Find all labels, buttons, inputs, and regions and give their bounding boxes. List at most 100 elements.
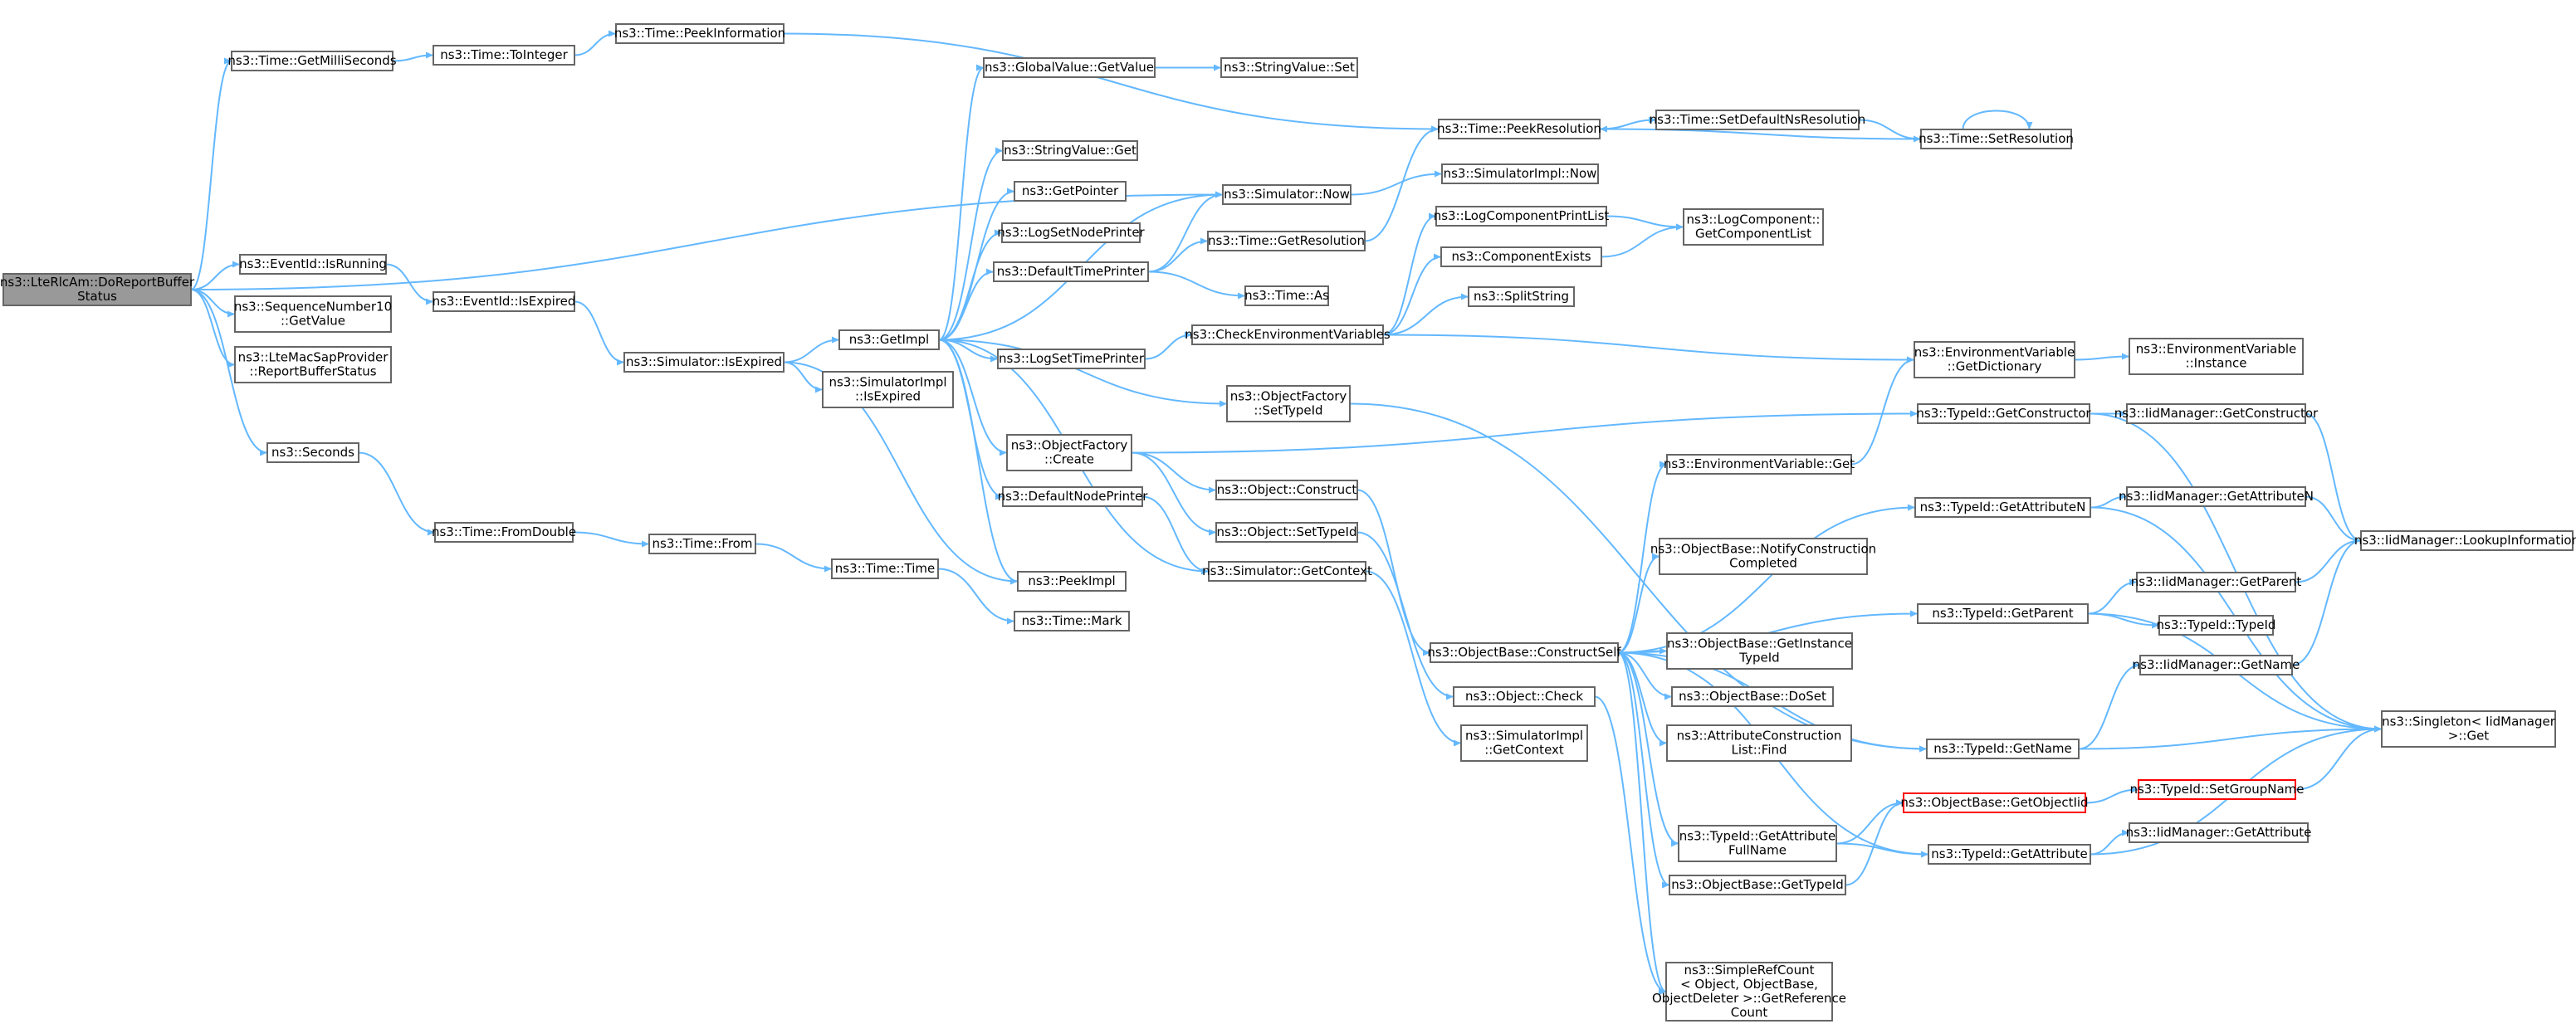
node-sim-impl-now[interactable]: ns3::SimulatorImpl::Now bbox=[1441, 163, 1599, 184]
node-ob-do-set[interactable]: ns3::ObjectBase::DoSet bbox=[1671, 686, 1834, 707]
node-label: ns3::EnvironmentVariable bbox=[2136, 342, 2296, 357]
node-iid-get-name[interactable]: ns3::IidManager::GetName bbox=[2133, 655, 2300, 675]
node-label: ns3::SimulatorImpl bbox=[1465, 729, 1583, 744]
node-get-impl[interactable]: ns3::GetImpl bbox=[838, 329, 940, 350]
node-tid-set-group[interactable]: ns3::TypeId::SetGroupName bbox=[2129, 779, 2305, 800]
edge-log-set-time-to-check-env bbox=[1144, 331, 1193, 360]
node-box bbox=[434, 522, 574, 543]
node-get-pointer[interactable]: ns3::GetPointer bbox=[1014, 181, 1127, 202]
edge-of-create-to-tid-get-ctor bbox=[1131, 410, 1919, 454]
node-check-env[interactable]: ns3::CheckEnvironmentVariables bbox=[1185, 324, 1391, 345]
node-iid-get-attr-n[interactable]: ns3::IidManager::GetAttributeN bbox=[2119, 486, 2314, 507]
node-log-comp-get[interactable]: ns3::LogComponent::GetComponentList bbox=[1683, 208, 1824, 246]
node-sim-now[interactable]: ns3::Simulator::Now bbox=[1222, 184, 1352, 205]
node-obj-set-type-id[interactable]: ns3::Object::SetTypeId bbox=[1215, 522, 1358, 543]
node-get-milli[interactable]: ns3::Time::GetMilliSeconds bbox=[227, 51, 397, 71]
node-time-mark[interactable]: ns3::Time::Mark bbox=[1014, 611, 1130, 631]
node-obj-check[interactable]: ns3::Object::Check bbox=[1453, 686, 1596, 707]
edge-is-running-to-is-expired bbox=[385, 263, 434, 305]
node-lte-mac[interactable]: ns3::LteMacSapProvider::ReportBufferStat… bbox=[234, 346, 392, 383]
node-to-integer[interactable]: ns3::Time::ToInteger bbox=[433, 45, 575, 66]
node-box bbox=[1666, 454, 1852, 475]
node-log-comp-print[interactable]: ns3::LogComponentPrintList bbox=[1434, 206, 1610, 227]
node-sim-get-ctx[interactable]: ns3::Simulator::GetContext bbox=[1202, 561, 1372, 582]
node-tid-type-id[interactable]: ns3::TypeId::TypeId bbox=[2157, 615, 2276, 636]
node-box bbox=[1014, 611, 1130, 631]
node-peek-info[interactable]: ns3::Time::PeekInformation bbox=[614, 23, 785, 44]
edge-iid-get-name-to-iid-lookup bbox=[2291, 537, 2362, 666]
node-comp-exists[interactable]: ns3::ComponentExists bbox=[1440, 246, 1602, 267]
node-tid-get-ctor[interactable]: ns3::TypeId::GetConstructor bbox=[1916, 403, 2091, 424]
node-peek-res[interactable]: ns3::Time::PeekResolution bbox=[1437, 119, 1601, 139]
node-from-double[interactable]: ns3::Time::FromDouble bbox=[432, 522, 576, 543]
node-set-res[interactable]: ns3::Time::SetResolution bbox=[1919, 129, 2074, 149]
edge-def-time-printer-to-sim-now bbox=[1147, 191, 1224, 273]
node-sv-set[interactable]: ns3::StringValue::Set bbox=[1220, 57, 1358, 78]
node-tid-get-attr[interactable]: ns3::TypeId::GetAttribute bbox=[1928, 844, 2091, 865]
node-tid-get-name[interactable]: ns3::TypeId::GetName bbox=[1926, 739, 2080, 759]
node-sim-is-expired[interactable]: ns3::Simulator::IsExpired bbox=[623, 352, 785, 373]
node-sim-impl-is-exp[interactable]: ns3::SimulatorImpl::IsExpired bbox=[822, 371, 954, 408]
node-env-get[interactable]: ns3::EnvironmentVariable::Get bbox=[1664, 454, 1855, 475]
node-peek-impl[interactable]: ns3::PeekImpl bbox=[1017, 571, 1127, 592]
node-env-instance[interactable]: ns3::EnvironmentVariable::Instance bbox=[2129, 338, 2304, 375]
node-label: ns3::Time::GetResolution bbox=[1208, 233, 1365, 248]
edge-tid-get-attr-full-to-ob-get-obj-tid bbox=[1835, 799, 1904, 845]
node-obj-construct[interactable]: ns3::Object::Construct bbox=[1215, 480, 1358, 500]
node-tid-get-parent[interactable]: ns3::TypeId::GetParent bbox=[1917, 603, 2089, 624]
node-label: ns3::LteRlcAm::DoReportBuffer bbox=[0, 275, 195, 290]
node-label: ns3::Time::SetDefaultNsResolution bbox=[1650, 112, 1866, 127]
node-simple-ref[interactable]: ns3::SimpleRefCount< Object, ObjectBase,… bbox=[1652, 962, 1846, 1022]
edge-ob-construct-self-to-tid-get-attr-n bbox=[1617, 504, 1916, 654]
node-label: ::Instance bbox=[2186, 356, 2247, 371]
node-gv-get[interactable]: ns3::GlobalValue::GetValue bbox=[983, 57, 1156, 78]
node-time-time[interactable]: ns3::Time::Time bbox=[831, 558, 939, 579]
node-ob-get-type-id[interactable]: ns3::ObjectBase::GetTypeId bbox=[1669, 875, 1846, 895]
node-box bbox=[1208, 561, 1366, 582]
edge-get-impl-to-sv-get bbox=[938, 147, 1004, 341]
node-box bbox=[1002, 486, 1143, 507]
node-is-running[interactable]: ns3::EventId::IsRunning bbox=[239, 254, 387, 275]
node-ob-construct-self[interactable]: ns3::ObjectBase::ConstructSelf bbox=[1427, 642, 1621, 663]
node-box bbox=[1460, 724, 1588, 762]
node-time-from[interactable]: ns3::Time::From bbox=[648, 534, 756, 554]
node-split-string[interactable]: ns3::SplitString bbox=[1468, 286, 1575, 307]
node-tid-get-attr-n[interactable]: ns3::TypeId::GetAttributeN bbox=[1914, 497, 2091, 518]
node-ob-notify[interactable]: ns3::ObjectBase::NotifyConstructionCompl… bbox=[1650, 538, 1876, 575]
node-env-get-dict[interactable]: ns3::EnvironmentVariable::GetDictionary bbox=[1914, 341, 2075, 378]
node-label: ns3::Singleton< IidManager bbox=[2382, 714, 2556, 729]
node-iid-get-parent[interactable]: ns3::IidManager::GetParent bbox=[2131, 572, 2302, 592]
node-seconds[interactable]: ns3::Seconds bbox=[266, 442, 359, 463]
node-ob-get-obj-tid[interactable]: ns3::ObjectBase::GetObjectIid bbox=[1900, 792, 2089, 813]
node-time-as[interactable]: ns3::Time::As bbox=[1244, 285, 1329, 306]
node-log-set-node[interactable]: ns3::LogSetNodePrinter bbox=[997, 222, 1146, 243]
node-label: ns3::SimpleRefCount bbox=[1684, 963, 1815, 978]
node-def-node-printer[interactable]: ns3::DefaultNodePrinter bbox=[998, 486, 1149, 507]
node-def-time-printer[interactable]: ns3::DefaultTimePrinter bbox=[993, 261, 1149, 282]
node-box bbox=[1659, 538, 1868, 575]
node-iid-lookup[interactable]: ns3::IidManager::LookupInformation bbox=[2354, 530, 2576, 551]
node-iid-get-attr[interactable]: ns3::IidManager::GetAttribute bbox=[2126, 822, 2312, 843]
node-singleton-get[interactable]: ns3::Singleton< IidManager>::Get bbox=[2381, 710, 2556, 748]
node-label: ::IsExpired bbox=[855, 389, 921, 404]
edge-set-res-to-set-res bbox=[1962, 110, 2033, 130]
node-of-set-type-id[interactable]: ns3::ObjectFactory::SetTypeId bbox=[1226, 385, 1351, 422]
node-sv-get[interactable]: ns3::StringValue::Get bbox=[1002, 140, 1138, 161]
node-seq-get[interactable]: ns3::SequenceNumber10::GetValue bbox=[234, 295, 392, 333]
node-label: ns3::ObjectBase::GetObjectIid bbox=[1900, 795, 2088, 810]
node-sim-impl-get-ctx[interactable]: ns3::SimulatorImpl::GetContext bbox=[1460, 724, 1588, 762]
edge-set-res-to-peek-res bbox=[1599, 125, 1922, 140]
node-of-create[interactable]: ns3::ObjectFactory::Create bbox=[1006, 434, 1132, 471]
node-get-resolution[interactable]: ns3::Time::GetResolution bbox=[1207, 231, 1366, 251]
node-box bbox=[2381, 710, 2556, 748]
node-log-set-time[interactable]: ns3::LogSetTimePrinter bbox=[997, 349, 1146, 369]
node-is-expired[interactable]: ns3::EventId::IsExpired bbox=[433, 291, 576, 312]
node-set-def-ns[interactable]: ns3::Time::SetDefaultNsResolution bbox=[1650, 110, 1866, 130]
edge-ob-construct-self-to-simple-ref bbox=[1617, 651, 1667, 995]
node-box bbox=[1226, 385, 1351, 422]
node-iid-get-ctor[interactable]: ns3::IidManager::GetConstructor bbox=[2114, 403, 2319, 424]
